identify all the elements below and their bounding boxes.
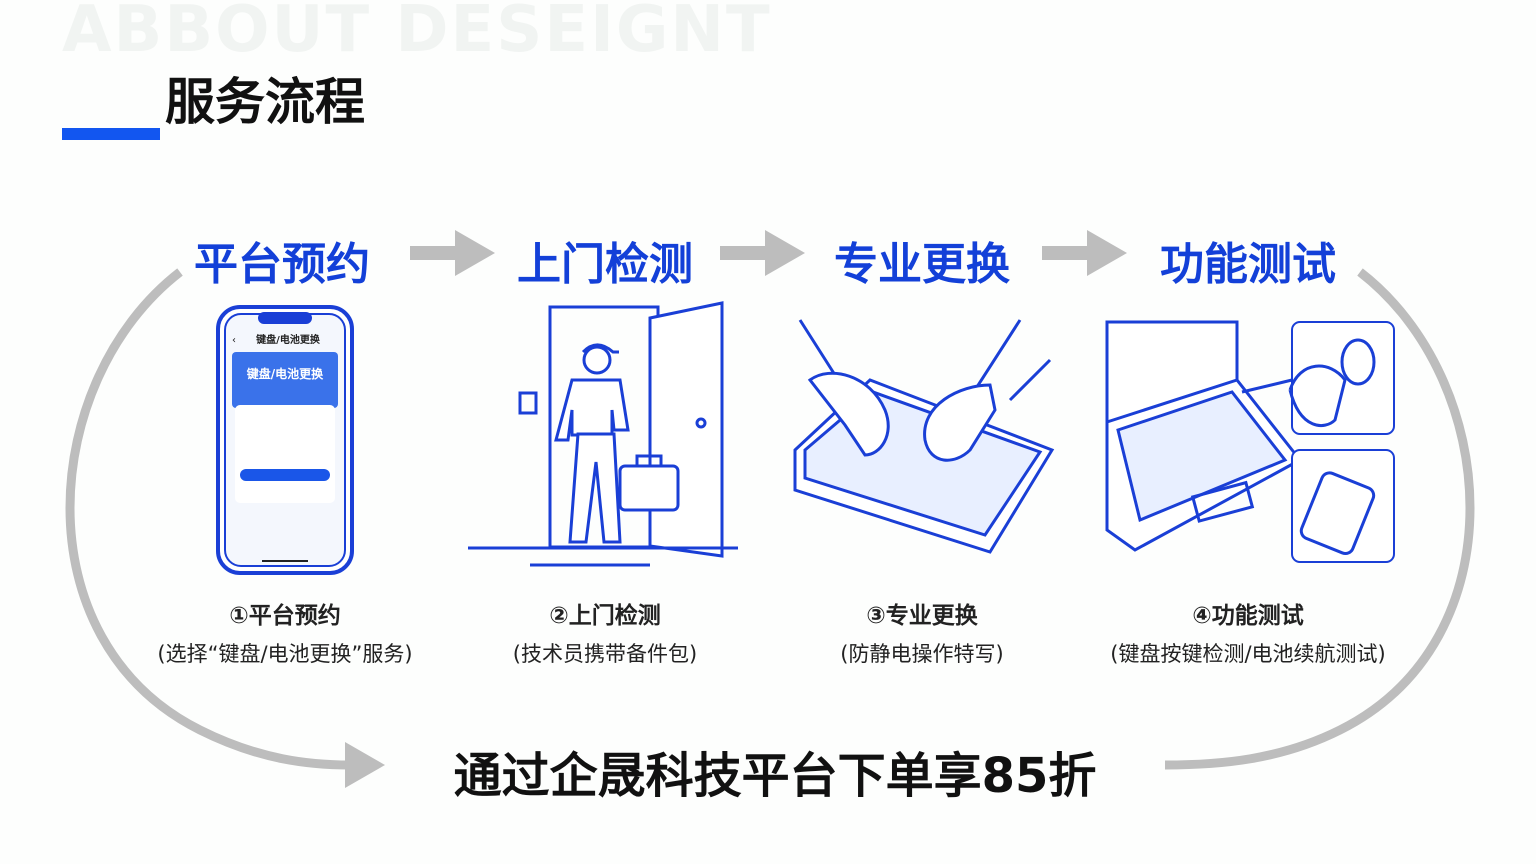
- step-heading-replacement: 专业更换: [834, 239, 1010, 290]
- step-heading-function-test: 功能测试: [1160, 239, 1336, 290]
- promo-text: 通过企晟科技平台下单享85折: [453, 748, 1097, 804]
- step-caption-detail: (技术员携带备件包): [512, 642, 698, 666]
- keyboard-illustration: [793, 319, 1055, 554]
- title-accent-bar: [62, 128, 160, 140]
- arrow-icon: [410, 230, 495, 276]
- step-caption-2: ②上门检测 (技术员携带备件包): [450, 596, 760, 668]
- step-caption-title: ④功能测试: [1192, 603, 1304, 629]
- phone-illustration: 键盘/电池更换 键盘/电池更换 ‹: [216, 305, 354, 575]
- loop-arc-left: [65, 268, 351, 770]
- step-caption-detail: (防静电操作特写): [840, 642, 1004, 666]
- step-caption-title: ③专业更换: [866, 603, 978, 629]
- back-icon: ‹: [232, 335, 236, 346]
- phone-banner-title: 键盘/电池更换: [246, 366, 324, 381]
- background-watermark: ABBOUT DESEIGNT: [62, 0, 772, 67]
- loop-arc-right: [1164, 268, 1475, 770]
- section-title: 服务流程: [165, 73, 365, 131]
- laptop-test-illustration: [1105, 320, 1395, 563]
- step-heading-booking: 平台预约: [194, 239, 370, 290]
- step-caption-detail: (键盘按键检测/电池续航测试): [1110, 642, 1386, 666]
- step-caption-1: ①平台预约 (选择“键盘/电池更换”服务): [130, 596, 440, 668]
- arrow-icon: [720, 230, 805, 276]
- step-caption-4: ④功能测试 (键盘按键检测/电池续航测试): [1093, 596, 1403, 668]
- technician-illustration: [468, 301, 738, 567]
- step-caption-title: ①平台预约: [229, 603, 341, 629]
- loop-arrow-head: [345, 742, 385, 788]
- step-caption-title: ②上门检测: [549, 603, 661, 629]
- step-caption-detail: (选择“键盘/电池更换”服务): [157, 642, 413, 666]
- step-heading-onsite-inspection: 上门检测: [517, 239, 693, 290]
- arrow-icon: [1042, 230, 1127, 276]
- step-caption-3: ③专业更换 (防静电操作特写): [767, 596, 1077, 668]
- phone-nav-title: 键盘/电池更换: [255, 333, 321, 346]
